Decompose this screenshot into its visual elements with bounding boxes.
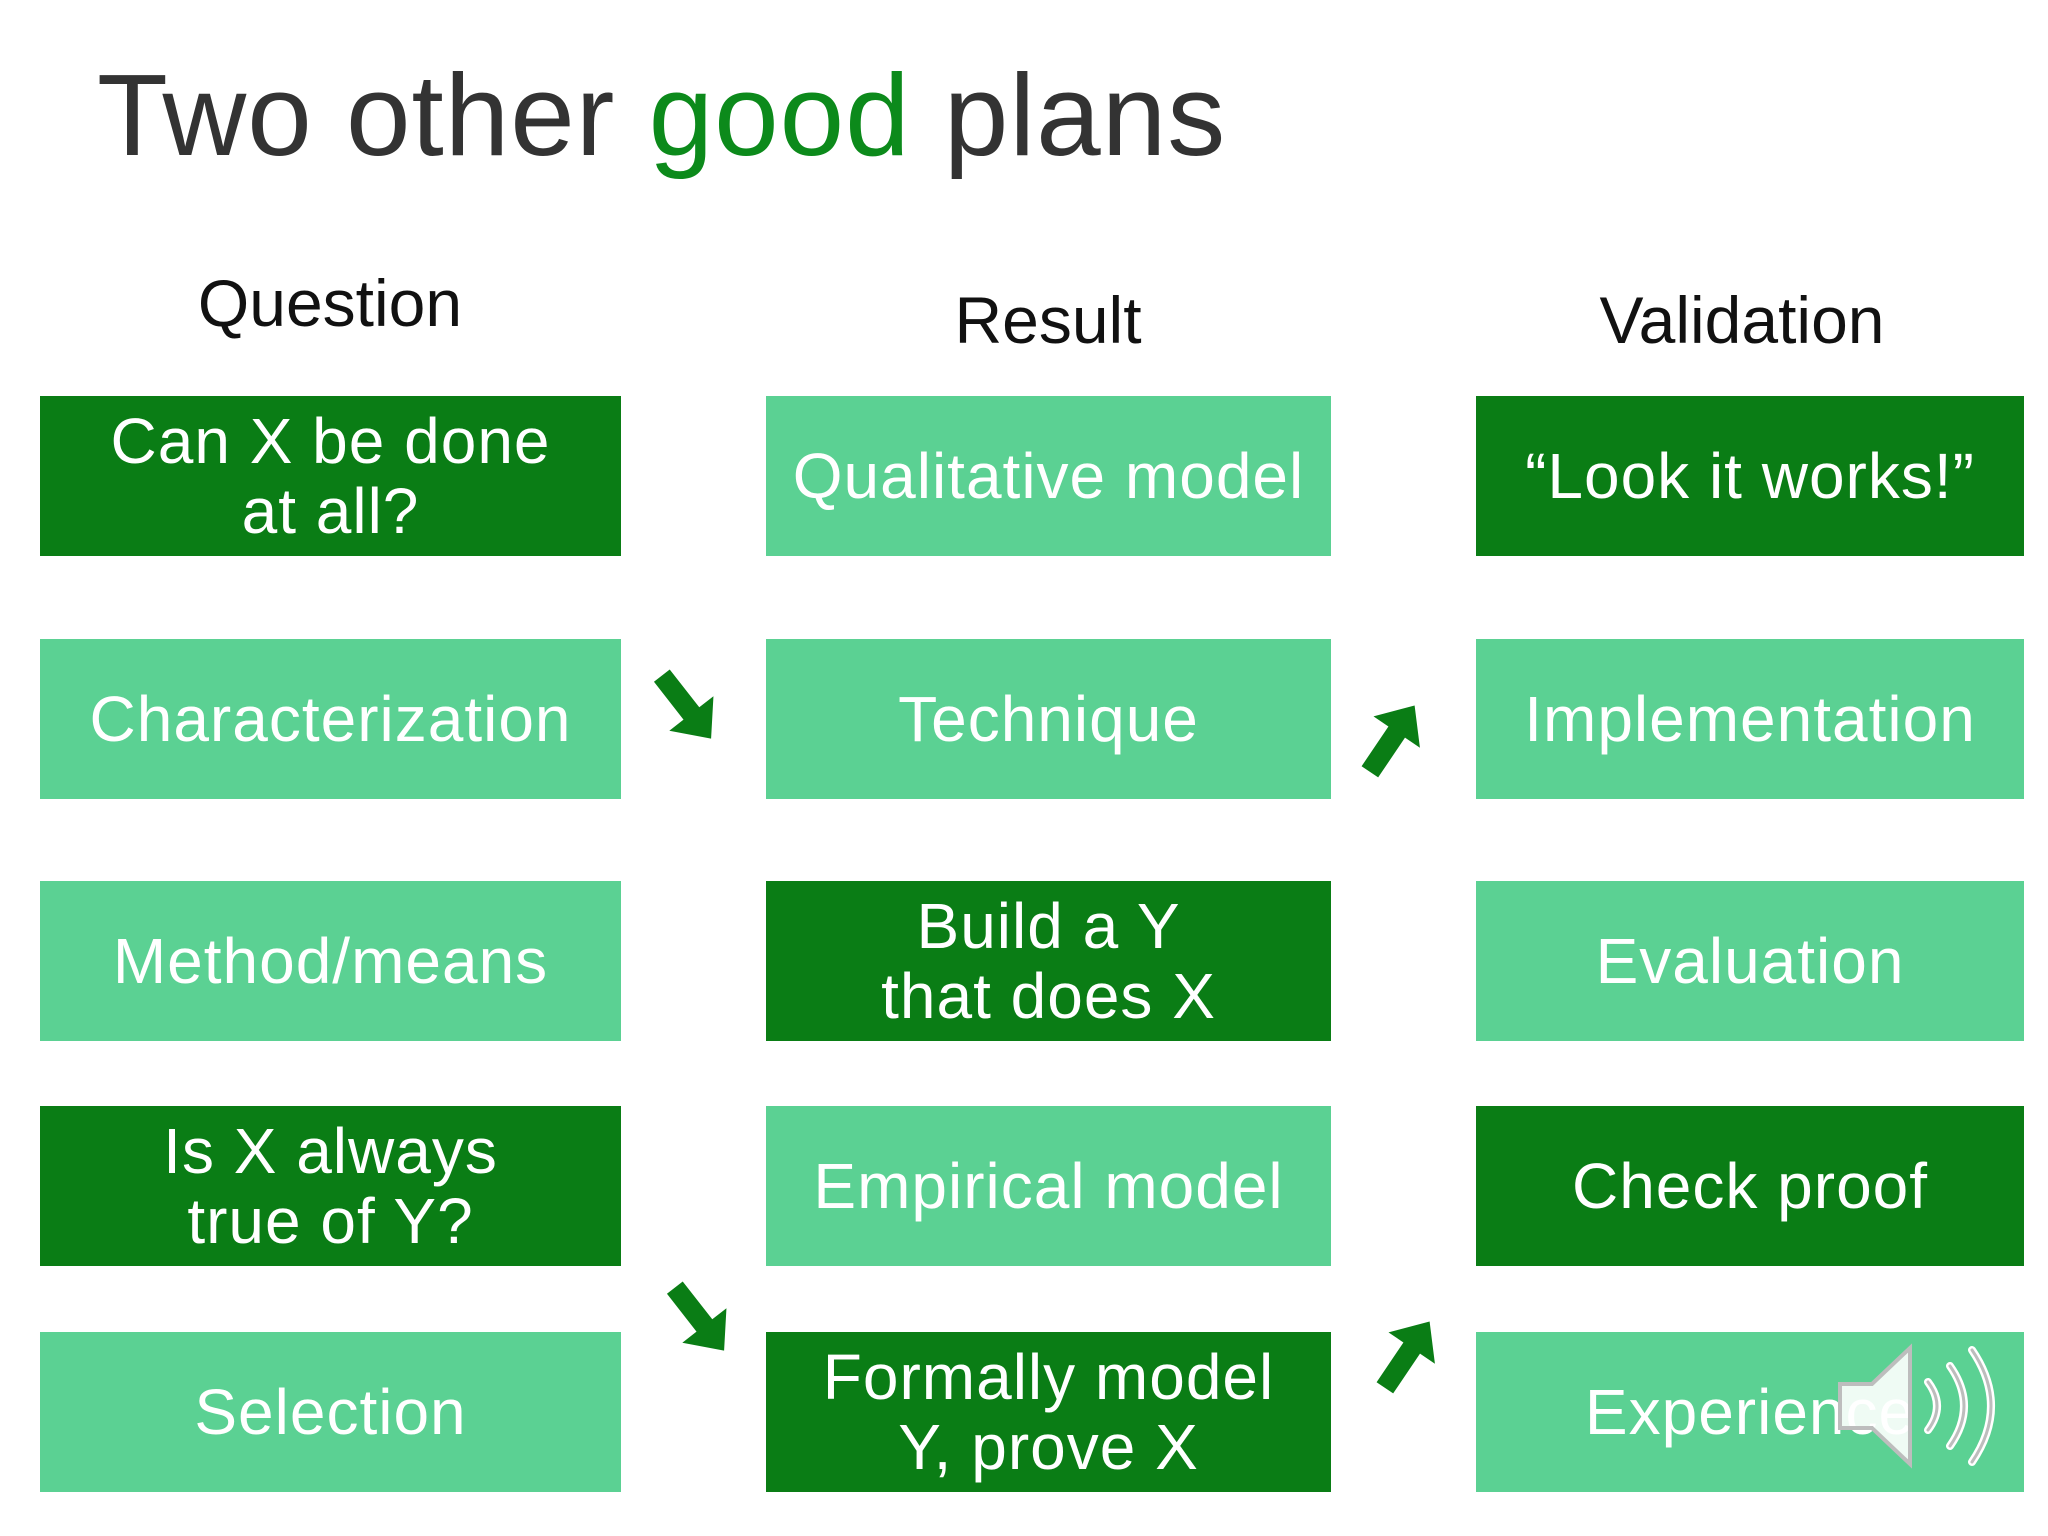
question-box-selection: Selection [40, 1332, 621, 1492]
title-suffix: plans [910, 50, 1227, 180]
speaker-icon[interactable] [1830, 1326, 2010, 1486]
validation-box-check-proof: Check proof [1476, 1106, 2024, 1266]
result-box-empirical-model: Empirical model [766, 1106, 1331, 1266]
arrow-icon [639, 658, 734, 756]
question-box-characterization: Characterization [40, 639, 621, 799]
validation-box-implementation: Implementation [1476, 639, 2024, 799]
arrow-icon [1361, 1305, 1453, 1404]
question-box-can-x-be-done: Can X be done at all? [40, 396, 621, 556]
result-box-qualitative-model: Qualitative model [766, 396, 1331, 556]
arrow-icon [1346, 689, 1438, 788]
title-accent: good [648, 50, 911, 180]
slide-title: Two other good plans [97, 48, 1226, 182]
column-header-question: Question [197, 266, 463, 340]
arrow-icon [652, 1270, 747, 1368]
result-box-formally-model: Formally model Y, prove X [766, 1332, 1331, 1492]
result-box-build-a-y: Build a Y that does X [766, 881, 1331, 1041]
result-box-technique: Technique [766, 639, 1331, 799]
validation-box-evaluation: Evaluation [1476, 881, 2024, 1041]
question-box-is-x-always-true: Is X always true of Y? [40, 1106, 621, 1266]
validation-box-look-it-works: “Look it works!” [1476, 396, 2024, 556]
column-header-validation: Validation [1599, 283, 1885, 357]
column-header-result: Result [954, 283, 1142, 357]
title-prefix: Two other [97, 50, 649, 180]
question-box-method-means: Method/means [40, 881, 621, 1041]
